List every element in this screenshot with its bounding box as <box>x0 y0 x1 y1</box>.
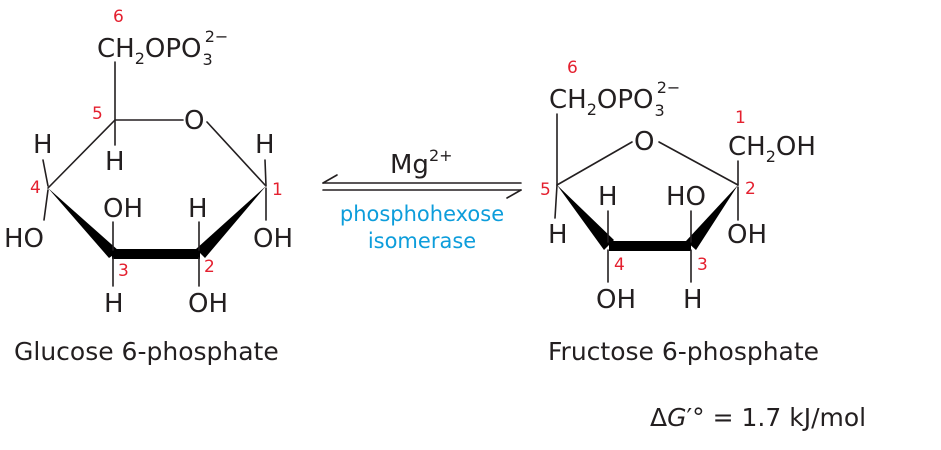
fructose-name: Fructose 6-phosphate <box>548 337 819 366</box>
fructose-o-c2-bond <box>658 141 739 186</box>
equilibrium-arrows: Mg2+ phosphohexose isomerase <box>322 146 522 253</box>
fructose-c3-h: H <box>683 285 703 315</box>
glucose-c4-h: H <box>33 130 53 160</box>
fructose-c2-oh: OH <box>727 220 767 250</box>
fructose-6-phosphate-structure: 6 CH2OPO32− O 1 CH2OH 5 H H 4 OH HO 3 H … <box>540 58 819 366</box>
glucose-c5-c4-bond <box>47 119 116 189</box>
glucose-c2-oh: OH <box>188 289 228 319</box>
glucose-c4-h-bond <box>42 159 49 187</box>
glucose-c2-c1-wedge <box>196 186 266 258</box>
enzyme-name-line1: phosphohexose <box>340 202 504 226</box>
free-energy-equation: ΔG′° = 1.7 kJ/mol <box>650 403 866 432</box>
forward-arrow-head <box>506 189 522 199</box>
glucose-c3-oh: OH <box>103 194 143 224</box>
fructose-c3-number: 3 <box>697 255 708 275</box>
fructose-c2-c3-wedge <box>686 185 738 250</box>
glucose-ring-oxygen: O <box>184 106 204 136</box>
fructose-c3-ho: HO <box>666 182 706 212</box>
glucose-c4-oh-bond <box>43 189 49 221</box>
glucose-c2-number: 2 <box>204 257 215 277</box>
fructose-c6-number: 6 <box>567 58 578 78</box>
glucose-c5-number: 5 <box>92 104 103 124</box>
fructose-c1-group: CH2OH <box>728 132 816 166</box>
glucose-c1-h-bond <box>264 159 267 187</box>
glucose-c4-oh: HO <box>4 224 44 254</box>
fructose-c5-h-bond <box>554 184 558 219</box>
glucose-6-phosphate-structure: 6 CH2OPO32− O 5 H 4 H HO OH 3 H H 2 OH <box>4 7 293 366</box>
glucose-c1-number: 1 <box>272 180 283 200</box>
glucose-c4-c3-wedge <box>48 188 119 258</box>
glucose-c1-oh: OH <box>253 224 293 254</box>
glucose-o-c1-bond <box>206 121 266 186</box>
enzyme-name-line2: isomerase <box>368 229 476 253</box>
fructose-c5-c4-wedge <box>557 185 614 250</box>
fructose-c4-oh: OH <box>596 285 636 315</box>
glucose-name: Glucose 6-phosphate <box>14 337 279 366</box>
cofactor-label: Mg2+ <box>390 146 453 180</box>
glucose-c3-h: H <box>104 289 124 319</box>
fructose-c4-number: 4 <box>614 255 625 275</box>
fructose-ring-oxygen: O <box>634 127 654 157</box>
glucose-c4-number: 4 <box>30 178 41 198</box>
glucose-c2-h: H <box>188 194 208 224</box>
reverse-arrow-head <box>322 174 338 184</box>
fructose-c6-group: CH2OPO32− <box>549 78 680 120</box>
fructose-c1-number: 1 <box>735 108 746 128</box>
glucose-c6-number: 6 <box>113 7 124 27</box>
fructose-c5-h: H <box>548 220 568 250</box>
fructose-c2-number: 2 <box>745 179 756 199</box>
fructose-c5-o-bond <box>556 141 633 186</box>
glucose-c6-group: CH2OPO32− <box>97 27 228 69</box>
fructose-c4-h: H <box>598 182 618 212</box>
glucose-c5-h: H <box>105 147 125 177</box>
fructose-c5-number: 5 <box>540 180 551 200</box>
glucose-c1-h: H <box>255 130 275 160</box>
glucose-c3-number: 3 <box>118 261 129 281</box>
